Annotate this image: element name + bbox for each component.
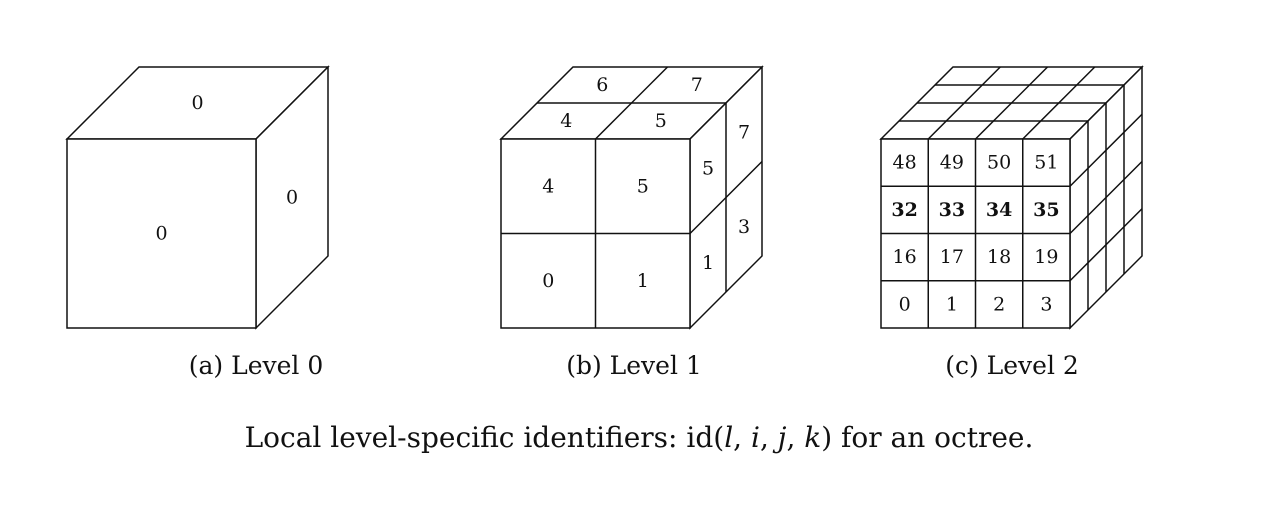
panel-level-0: 0 0 0 xyxy=(65,65,330,330)
side-grid-line xyxy=(1069,208,1143,282)
front-cell-label: 49 xyxy=(940,152,964,174)
panel-level-2: 48 49 50 51 32 33 34 35 16 17 18 19 0 1 2 3 xyxy=(879,65,1144,330)
side-cell-label: 0 xyxy=(286,187,298,209)
panel-level-1: 4 5 0 1 6 7 4 5 5 7 1 3 xyxy=(499,65,764,330)
front-cell-label: 3 xyxy=(1040,293,1052,315)
side-cell-label: 3 xyxy=(738,216,750,238)
front-cell-label: 0 xyxy=(155,223,167,245)
caption-level-2: (c) Level 2 xyxy=(945,351,1079,380)
front-cell-label: 4 xyxy=(542,175,554,197)
front-cell-label: 19 xyxy=(1034,246,1058,268)
top-grid-line xyxy=(1022,66,1096,140)
side-grid-line xyxy=(1069,160,1143,235)
front-cell-label: 18 xyxy=(987,246,1011,268)
top-cell-label: 6 xyxy=(596,74,608,96)
front-cell-label: 2 xyxy=(993,293,1005,315)
caption-arg-i: i xyxy=(751,421,760,454)
front-cell-label: 32 xyxy=(891,199,917,221)
caption-arg-l: l xyxy=(724,421,733,454)
front-cell-label: 1 xyxy=(637,270,649,292)
front-face xyxy=(66,138,257,329)
figure-caption-suffix: ) for an octree. xyxy=(821,421,1033,454)
front-cell-label: 16 xyxy=(893,246,917,268)
figure-caption-prefix: Local level-specific identifiers: id( xyxy=(245,421,725,454)
top-cell-label: 5 xyxy=(655,110,667,132)
caption-level-0: (a) Level 0 xyxy=(189,351,324,380)
top-cell-label: 4 xyxy=(560,110,572,132)
front-cell-label: 51 xyxy=(1034,152,1058,174)
front-cell-label: 5 xyxy=(637,175,649,197)
front-cell-label: 17 xyxy=(940,246,964,268)
front-cell-label: 35 xyxy=(1033,199,1059,221)
caption-arg-k: k xyxy=(804,421,821,454)
side-cell-label: 1 xyxy=(702,252,714,274)
side-cell-label: 7 xyxy=(738,121,750,143)
front-cell-label: 48 xyxy=(893,152,917,174)
front-cell-label: 0 xyxy=(542,270,554,292)
side-grid-line xyxy=(689,160,763,235)
figure-caption: Local level-specific identifiers: id(l, … xyxy=(245,421,1034,454)
front-cell-label: 0 xyxy=(899,293,911,315)
caption-level-1: (b) Level 1 xyxy=(566,351,702,380)
front-cell-label: 33 xyxy=(939,199,965,221)
front-cell-label: 50 xyxy=(987,152,1011,174)
front-cell-label: 1 xyxy=(946,293,958,315)
side-cell-label: 5 xyxy=(702,157,714,179)
front-cell-label: 34 xyxy=(986,199,1012,221)
top-cell-label: 0 xyxy=(191,92,203,114)
top-cell-label: 7 xyxy=(691,74,703,96)
